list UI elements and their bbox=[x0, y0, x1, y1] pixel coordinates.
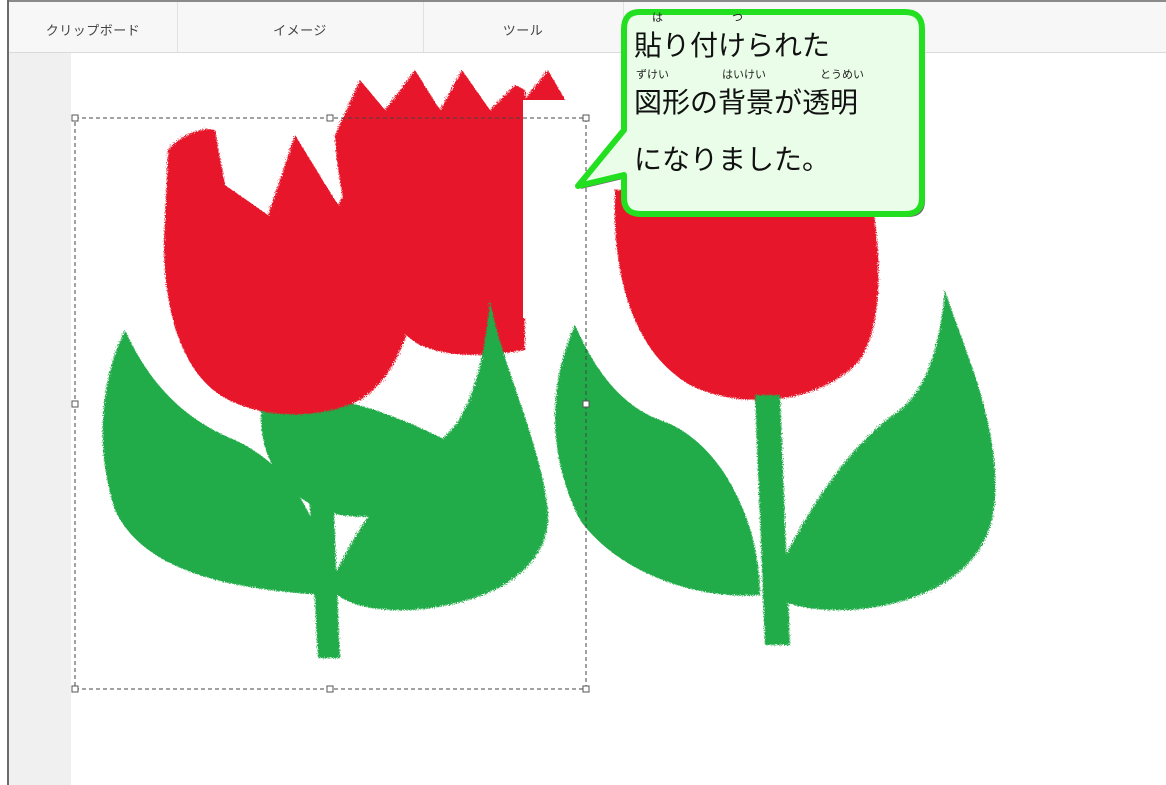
ribbon-group-image[interactable]: イメージ bbox=[177, 2, 424, 52]
callout-line-2: ずけい はいけい とうめい 図形の背景が透明 bbox=[634, 69, 914, 134]
ruby-reading: は bbox=[652, 11, 663, 24]
tulip-front bbox=[102, 120, 549, 658]
right-tulip-stem bbox=[755, 395, 790, 645]
ribbon-group-label: イメージ bbox=[273, 24, 327, 39]
selection-rectangle[interactable] bbox=[71, 114, 590, 693]
selection-handle bbox=[582, 685, 590, 693]
callout-text: は つ 貼り付けられた ずけい はいけい とうめい 図形の背景が透明 になりまし… bbox=[634, 12, 914, 191]
window-top-border bbox=[7, 0, 1166, 2]
ruby-reading: つ bbox=[732, 11, 743, 24]
selection-handle bbox=[582, 114, 590, 122]
front-tulip-stem bbox=[305, 415, 340, 658]
front-tulip-leaf-left bbox=[102, 330, 326, 595]
selection-handle bbox=[71, 114, 79, 122]
selection-handle bbox=[582, 400, 590, 408]
ribbon-group-label: ツール bbox=[502, 24, 544, 39]
ribbon-group-clipboard[interactable]: クリップボード bbox=[9, 2, 178, 52]
ruby-reading: はいけい bbox=[722, 68, 766, 81]
ruby-reading: とうめい bbox=[820, 68, 864, 81]
right-tulip-leaf-left bbox=[555, 325, 760, 596]
ribbon-group-label: クリップボード bbox=[45, 24, 141, 39]
paste-gap bbox=[523, 100, 583, 318]
front-tulip-flower bbox=[164, 120, 422, 415]
tulip-right bbox=[555, 190, 996, 645]
right-tulip-leaf-right bbox=[770, 290, 996, 611]
selection-handle bbox=[71, 685, 79, 693]
callout-line-text: 貼り付けられた bbox=[634, 29, 831, 62]
callout-line-text: になりました。 bbox=[634, 143, 831, 176]
right-tulip-flower bbox=[614, 190, 879, 400]
ribbon-group-bar: クリップボード イメージ ツール bbox=[9, 2, 1166, 53]
callout-bubble bbox=[575, 9, 925, 217]
ruby-reading: ずけい bbox=[636, 68, 669, 81]
selection-handle bbox=[326, 114, 334, 122]
selection-handle bbox=[71, 400, 79, 408]
callout-line-text: 図形の背景が透明 bbox=[634, 86, 859, 119]
selection-handle bbox=[326, 685, 334, 693]
callout-line-3: になりました。 bbox=[634, 134, 914, 191]
window-left-border bbox=[7, 0, 9, 785]
callout-line-1: は つ 貼り付けられた bbox=[634, 12, 914, 77]
front-tulip-leaf-right bbox=[330, 300, 549, 611]
